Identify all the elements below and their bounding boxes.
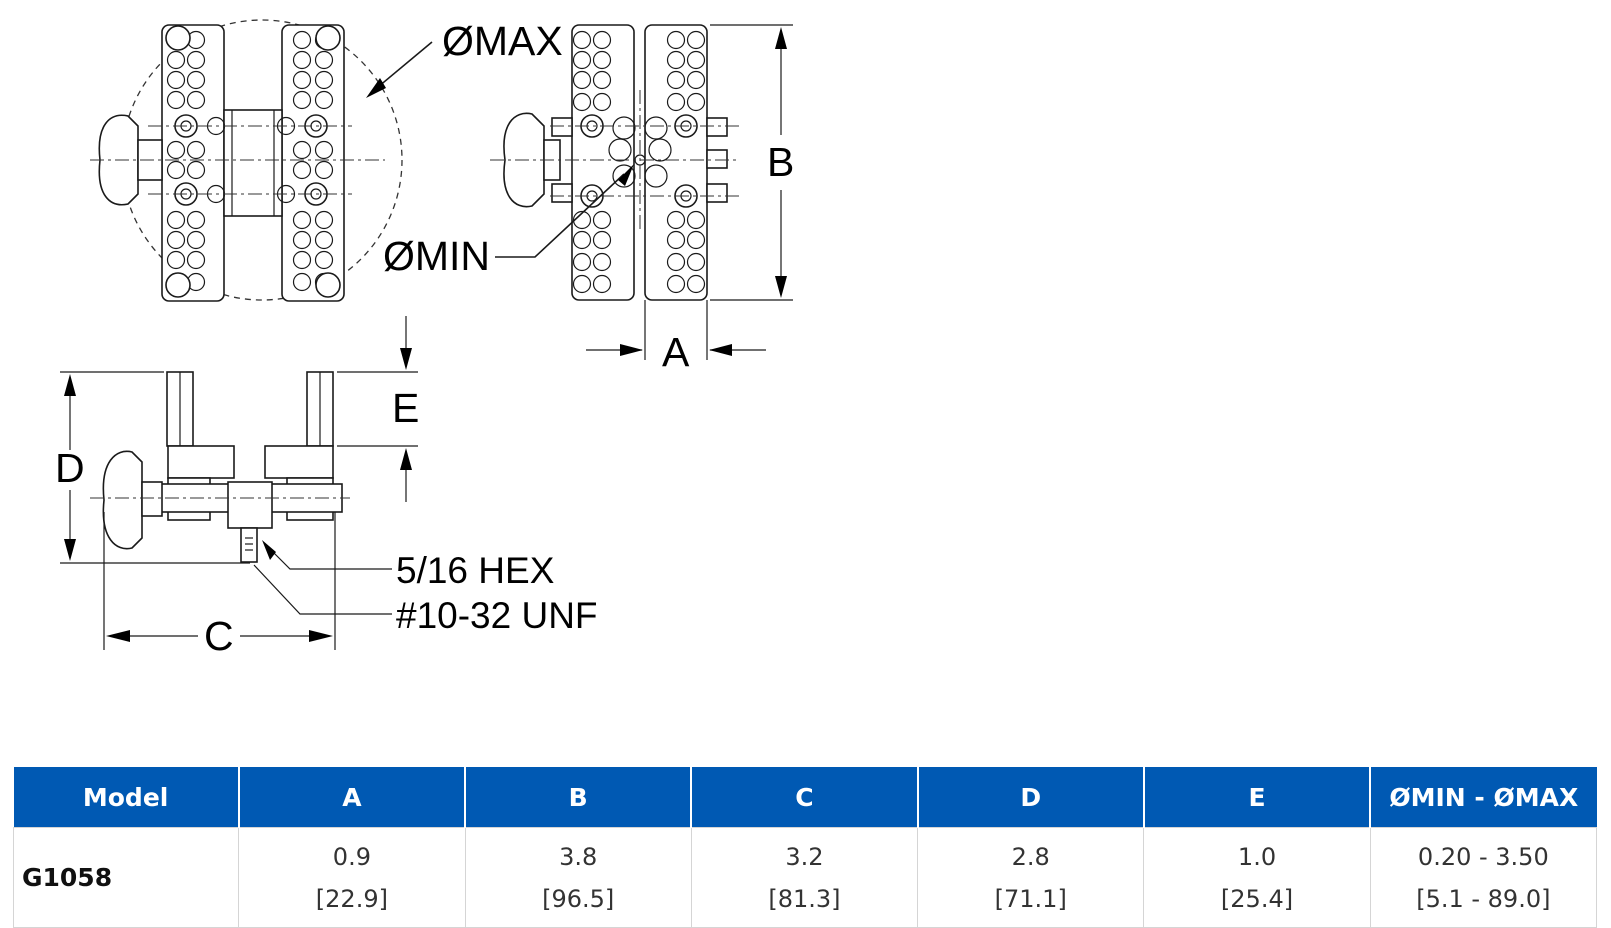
omax-label: ØMAX: [442, 18, 563, 64]
table-row: G1058 0.9[22.9] 3.8[96.5] 3.2[81.3] 2.8[…: [12, 827, 1598, 928]
view-min-opening: ØMIN B A: [383, 24, 794, 375]
hex-stub: [240, 527, 258, 563]
hex-label: 5/16 HEX: [396, 550, 554, 591]
table-header-row: Model A B C D E ØMIN - ØMAX: [13, 767, 1597, 828]
knob-side: [102, 450, 143, 550]
spec-table: Model A B C D E ØMIN - ØMAX G1058 0.9[22…: [12, 767, 1598, 928]
right-jaw-min: [644, 24, 708, 301]
omin-label: ØMIN: [383, 233, 490, 279]
header-range: ØMIN - ØMAX: [1370, 767, 1597, 828]
header-model: Model: [13, 767, 240, 828]
cell-range: 0.20 - 3.50[5.1 - 89.0]: [1369, 827, 1598, 928]
center-body: [223, 109, 283, 217]
cell-a: 0.9[22.9]: [238, 827, 466, 928]
thread-label: #10-32 UNF: [396, 595, 598, 636]
center-body-side: [227, 481, 273, 529]
cell-model: G1058: [12, 827, 240, 928]
left-jaw-min: [571, 24, 635, 301]
view-side: D E C 5/16 HEX #10-32 UNF: [55, 316, 598, 659]
view-max-opening: ØMAX: [90, 18, 563, 302]
dim-e-label: E: [392, 385, 419, 431]
dim-d-label: D: [55, 445, 85, 491]
cell-e: 1.0[25.4]: [1143, 827, 1371, 928]
cell-c: 3.2[81.3]: [690, 827, 919, 928]
cell-d: 2.8[71.1]: [917, 827, 1145, 928]
header-e: E: [1143, 767, 1372, 828]
dim-a-label: A: [662, 329, 690, 375]
cell-b: 3.8[96.5]: [464, 827, 692, 928]
dim-c-label: C: [204, 613, 234, 659]
header-d: D: [917, 767, 1145, 828]
header-b: B: [465, 767, 693, 828]
technical-drawing: ØMAX: [55, 18, 794, 659]
header-a: A: [238, 767, 467, 828]
max-diameter-circle: [121, 19, 403, 301]
right-jaw: [281, 24, 345, 302]
header-c: C: [691, 767, 919, 828]
dim-b-label: B: [767, 139, 794, 185]
